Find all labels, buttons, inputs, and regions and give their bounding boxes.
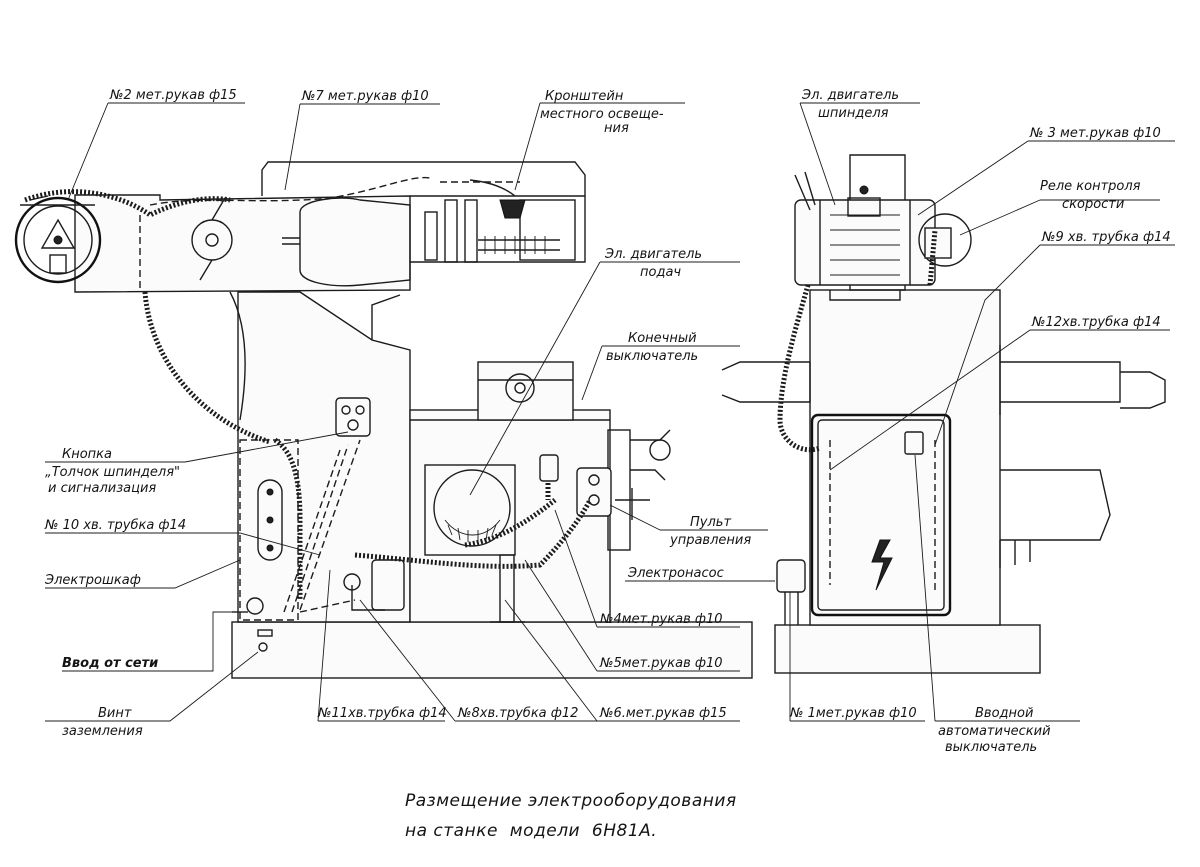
label-main-breaker-3: выключатель <box>945 740 1037 755</box>
limit-switch-block <box>477 361 574 421</box>
label-feed-motor: Эл. двигатель <box>604 247 702 262</box>
label-main-breaker-2: автоматический <box>938 724 1051 739</box>
coolant-pump <box>776 559 806 593</box>
machine-column <box>237 291 411 623</box>
cabinet-door <box>810 413 952 617</box>
label-tube-10: № 10 хв. трубка ф14 <box>44 518 186 533</box>
label-ground-screw: Винт <box>98 706 132 721</box>
high-voltage-sign <box>871 539 893 591</box>
label-cabinet: Электрошкаф <box>44 573 141 588</box>
label-speed-relay-2: скорости <box>1062 197 1124 212</box>
label-control-panel: Пульт <box>690 515 731 530</box>
overarm <box>74 194 411 293</box>
label-bracket-2: местного освеще- <box>540 107 664 122</box>
label-hose-4: №4мет.рукав ф10 <box>599 612 723 627</box>
spindle-motor <box>794 185 936 286</box>
front-column <box>809 289 1001 626</box>
machine-base <box>231 621 753 679</box>
spindle-jog-button <box>335 397 371 437</box>
label-feed-motor-2: подач <box>640 265 681 280</box>
label-mains-input: Ввод от сети <box>62 656 158 671</box>
label-pump: Электронасос <box>627 566 724 581</box>
feed-motor <box>433 469 511 547</box>
label-tube-12: №12хв.трубка ф14 <box>1031 315 1161 330</box>
hose-2-run <box>142 291 271 445</box>
label-spindle-motor: Эл. двигатель <box>801 88 899 103</box>
drawing-caption: Размещение электрооборудования на станке… <box>405 791 737 841</box>
label-hose-7: №7 мет.рукав ф10 <box>301 89 429 104</box>
main-breaker-handle <box>904 431 924 455</box>
label-ground-screw-2: заземления <box>62 724 143 739</box>
label-hose-6: №6.мет.рукав ф15 <box>599 706 727 721</box>
label-hose-3: № 3 мет.рукав ф10 <box>1029 126 1161 141</box>
ground-screw <box>258 642 268 652</box>
caption-line-1: Размещение электрооборудования <box>405 791 737 811</box>
machine-side-view <box>14 161 753 679</box>
leader-lines <box>45 102 1175 722</box>
label-tube-8: №8хв.трубка ф12 <box>457 706 578 721</box>
front-base <box>774 624 1041 674</box>
label-control-panel-2: управления <box>669 533 751 548</box>
label-button: Кнопка <box>62 447 112 462</box>
spindle-pulley <box>14 195 102 284</box>
label-tube-11: №11хв.трубка ф14 <box>317 706 447 721</box>
label-speed-relay: Реле контроля <box>1040 179 1141 194</box>
label-hose-5: №5мет.рукав ф10 <box>599 656 723 671</box>
label-tube-9: №9 хв. трубка ф14 <box>1041 230 1171 245</box>
machine-front-view <box>721 154 1166 674</box>
label-hose-1: № 1мет.рукав ф10 <box>789 706 917 721</box>
label-spindle-motor-2: шпинделя <box>818 106 889 121</box>
label-main-breaker: Вводной <box>975 706 1033 721</box>
label-hose-2: №2 мет.рукав ф15 <box>109 88 237 103</box>
callout-labels: №2 мет.рукав ф15 №7 мет.рукав ф10 Кроншт… <box>44 88 1171 755</box>
control-panel <box>576 467 612 517</box>
coolant-reservoir <box>371 559 405 611</box>
caption-line-2: на станке модели 6Н81А. <box>405 821 657 841</box>
label-limit-switch: Конечный <box>628 331 697 346</box>
label-bracket: Кронштейн <box>545 89 624 104</box>
label-button-2: „Толчок шпинделя" <box>45 465 180 480</box>
label-limit-switch-2: выключатель <box>606 349 698 364</box>
label-button-3: и сигнализация <box>48 481 156 496</box>
label-bracket-3: ния <box>604 121 629 136</box>
speed-relay <box>918 213 972 267</box>
knee <box>409 409 611 623</box>
